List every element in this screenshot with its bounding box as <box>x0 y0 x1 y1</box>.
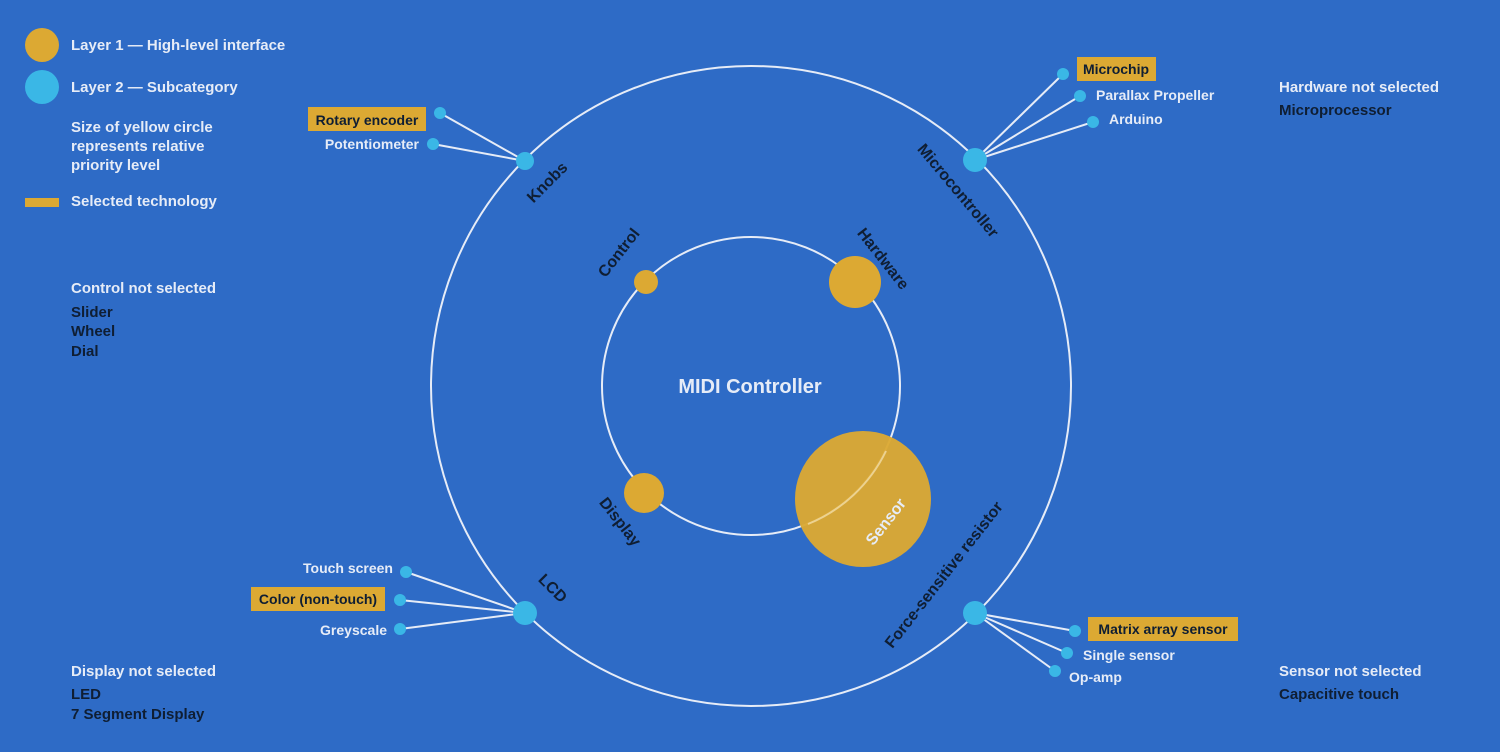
inner-ring <box>601 236 901 536</box>
connector-line <box>974 612 1076 632</box>
outer-ring <box>430 65 1072 707</box>
leaf-label: Potentiometer <box>325 136 420 152</box>
leaf-label: Single sensor <box>1083 647 1175 663</box>
leaf-label: Op-amp <box>1069 669 1122 685</box>
connector-line <box>439 112 526 162</box>
center-title: MIDI Controller <box>678 376 822 398</box>
connector-line <box>974 612 1056 672</box>
connector-line <box>974 95 1081 161</box>
legend-size-note: Size of yellow circle represents relativ… <box>71 119 213 174</box>
legend-selected-swatch <box>25 198 59 207</box>
leaf-dot <box>1069 625 1081 637</box>
inner-ring-overlay <box>807 450 887 525</box>
legend-layer2-label: Layer 2 — Subcategory <box>71 79 238 96</box>
connector-line <box>399 612 526 630</box>
leaf-dot <box>434 107 446 119</box>
connector-line <box>405 571 526 614</box>
lcd-node <box>513 601 537 625</box>
leaf-dot <box>1087 116 1099 128</box>
leaf-label-selected: Microchip <box>1083 61 1149 77</box>
leaf-dot <box>394 594 406 606</box>
display-node <box>624 473 664 513</box>
microcontroller-node <box>963 148 987 172</box>
control-not-selected-item: Wheel <box>71 323 116 340</box>
leaf-label: Greyscale <box>320 622 387 638</box>
knobs-node <box>516 152 534 170</box>
connector-lines <box>399 73 1094 672</box>
leaf-dot <box>1061 647 1073 659</box>
leaf-dot <box>1057 68 1069 80</box>
hardware-node <box>829 256 881 308</box>
legend-layer1-swatch <box>25 28 59 62</box>
leaf-label-selected: Matrix array sensor <box>1098 621 1228 637</box>
leaf-dot <box>427 138 439 150</box>
hardware-not-selected-item: Microprocessor <box>1279 102 1392 119</box>
selected-highlight <box>251 587 385 611</box>
leaf-dot <box>400 566 412 578</box>
leaf-dot <box>394 623 406 635</box>
sensor-node <box>795 431 931 567</box>
legend-selected-label: Selected technology <box>71 193 217 210</box>
connector-line <box>974 73 1064 161</box>
connector-line <box>399 599 526 614</box>
connector-line <box>974 612 1068 654</box>
control-not-selected-item: Slider <box>71 304 113 321</box>
leaf-label: Arduino <box>1109 111 1163 127</box>
hardware-not-selected-heading: Hardware not selected <box>1279 79 1440 96</box>
sensor-not-selected-heading: Sensor not selected <box>1279 663 1422 680</box>
selected-highlight <box>1077 57 1156 81</box>
control-node <box>634 270 658 294</box>
display-not-selected-heading: Display not selected <box>71 663 217 680</box>
control-not-selected-heading: Control not selected <box>71 280 217 297</box>
lcd-label: LCD <box>535 571 570 606</box>
legend-layer2-swatch <box>25 70 59 104</box>
leaf-label: Touch screen <box>303 560 393 576</box>
leaf-label-selected: Rotary encoder <box>316 112 419 128</box>
connector-line <box>432 143 526 162</box>
display-not-selected-item: LED <box>71 686 101 703</box>
control-label: Control <box>595 226 643 281</box>
connector-line <box>974 121 1094 161</box>
leaf-label-selected: Color (non-touch) <box>259 591 377 607</box>
selected-highlight <box>308 107 426 131</box>
leaf-dot <box>1074 90 1086 102</box>
display-not-selected-item: 7 Segment Display <box>71 706 205 723</box>
sensor-not-selected-item: Capacitive touch <box>1279 686 1400 703</box>
leaf-dot <box>1049 665 1061 677</box>
leaf-label: Parallax Propeller <box>1096 87 1215 103</box>
legend-layer1-label: Layer 1 — High-level interface <box>71 37 286 54</box>
control-not-selected-item: Dial <box>71 343 99 360</box>
selected-highlight <box>1088 617 1238 641</box>
fsr-node <box>963 601 987 625</box>
